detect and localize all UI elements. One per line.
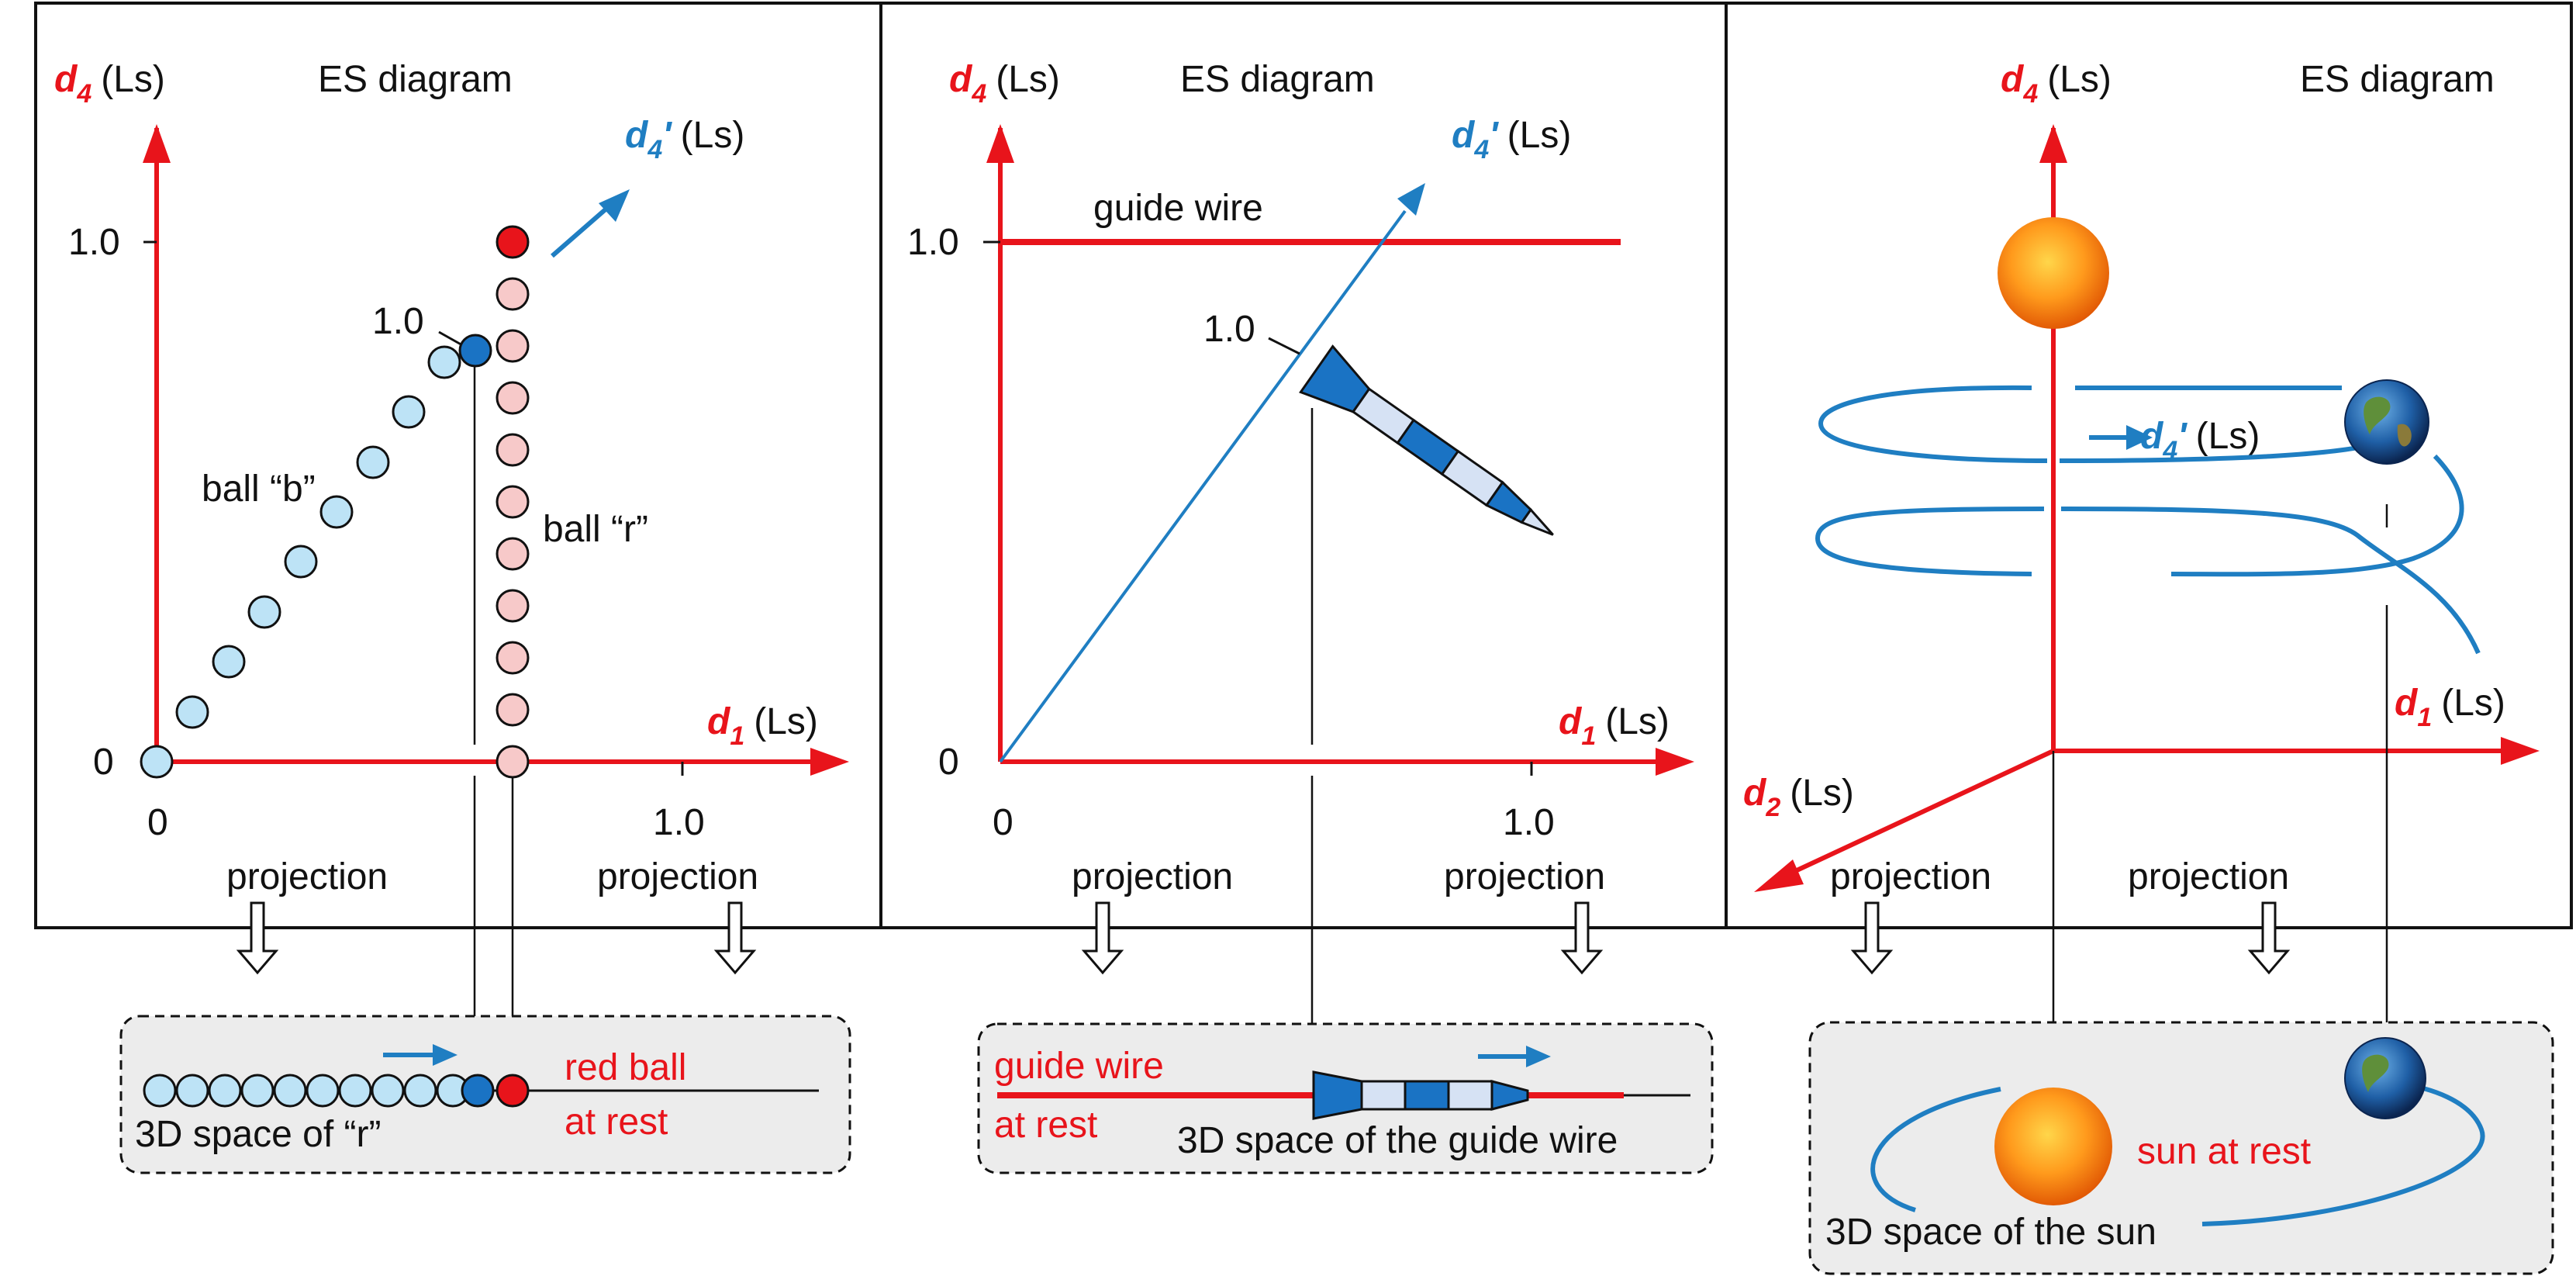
ball-r	[496, 381, 530, 415]
p3-sun-icon	[1998, 217, 2109, 329]
ball-r	[496, 433, 530, 467]
p2-d4-tick-0: 0	[938, 742, 959, 783]
ball-b	[356, 445, 390, 479]
p1-d4-arrowhead	[143, 124, 171, 163]
ball-r	[496, 693, 530, 727]
p1-inset-caption: 3D space of “r”	[135, 1114, 381, 1155]
p2-projection-arrow-left	[1081, 901, 1124, 975]
ball-r	[496, 485, 530, 519]
p2-inset-motion-arrow	[1526, 1046, 1551, 1067]
p2-title: ES diagram	[1180, 59, 1375, 100]
ball-b	[175, 695, 209, 729]
p1-d4-tick-1: 1.0	[68, 222, 120, 263]
p1-title: ES diagram	[318, 59, 513, 100]
panel-frames	[34, 2, 2573, 929]
p2-d4-tick-1: 1.0	[907, 222, 959, 263]
p1-d4prime-arrowhead	[599, 189, 630, 222]
p3-d2-axis	[1782, 749, 2055, 879]
p2-d4-label: d4(Ls)	[949, 59, 1060, 109]
p2-d1-tick-0: 0	[993, 802, 1013, 843]
p2-projection-right: projection	[1444, 856, 1605, 897]
p3-inset-sun-icon	[1994, 1088, 2112, 1205]
ball-b	[427, 345, 461, 379]
ball-b-current	[458, 334, 492, 368]
p1-d4-label: d4(Ls)	[54, 59, 165, 109]
ball-b	[140, 745, 174, 779]
p3-inset-earth-icon	[2344, 1037, 2426, 1119]
p3-projection-right: projection	[2128, 856, 2289, 897]
ball-b	[212, 645, 246, 679]
p1-ball-r-label: ball “r”	[543, 509, 648, 550]
panel-3: d4(Ls) ES diagram d1(Ls) d2(Ls) d4'(Ls)	[1743, 59, 2554, 1275]
p2-projection-left: projection	[1072, 856, 1233, 897]
p2-inset-red-line2: at rest	[994, 1105, 1097, 1146]
panel-1: d4(Ls) ES diagram d4'(Ls) d1(Ls) 1.0 0 0…	[54, 59, 851, 1174]
p1-projection-right: projection	[597, 856, 758, 897]
ball-r	[496, 745, 530, 779]
p3-earth-icon	[2344, 379, 2429, 465]
ball-b-worldline	[140, 334, 492, 779]
p2-inset-caption: 3D space of the guide wire	[1177, 1120, 1618, 1161]
p1-inset-red-line1: red ball	[565, 1047, 686, 1088]
panel-2: guide wire d4(Ls) ES diagram d4'(Ls) d1(…	[907, 59, 1714, 1174]
ball-r-worldline	[496, 225, 530, 779]
p1-inset-balls	[143, 1074, 530, 1108]
p2-rod-icon	[1299, 344, 1554, 536]
p2-inset-rod-icon	[1312, 1070, 1529, 1120]
ball-r-current	[496, 225, 530, 259]
ball-b	[319, 495, 354, 529]
p3-d4-label: d4(Ls)	[2001, 59, 2112, 109]
p3-d2-arrowhead	[1754, 859, 1804, 892]
p1-d1-tick-1: 1.0	[653, 802, 705, 843]
p1-inset-motion-arrow	[433, 1044, 458, 1066]
p2-d1-tick-1: 1.0	[1503, 802, 1555, 843]
p3-projection-arrow-left	[1850, 901, 1894, 975]
p2-inset-red-line1: guide wire	[994, 1046, 1164, 1087]
p2-guide-wire-label: guide wire	[1093, 188, 1263, 229]
p1-ball-b-label: ball “b”	[202, 469, 316, 510]
p3-projection-arrow-right	[2247, 901, 2291, 975]
p3-d1-arrowhead	[2501, 737, 2540, 765]
ball-r	[496, 329, 530, 363]
p3-inset-caption: 3D space of the sun	[1825, 1212, 2156, 1253]
ball-r	[496, 589, 530, 623]
p1-projection-left: projection	[226, 856, 388, 897]
ball-b	[247, 595, 281, 629]
p1-inset-red-line2: at rest	[565, 1101, 668, 1143]
ball-b	[392, 395, 426, 429]
p1-projection-arrow-right	[713, 901, 757, 975]
p1-d1-arrowhead	[810, 748, 849, 776]
p3-inset-sun-text: sun at rest	[2137, 1131, 2311, 1172]
p2-d1-arrowhead	[1656, 748, 1694, 776]
p1-d1-tick-0: 0	[147, 802, 168, 843]
p2-d4prime-label: d4'(Ls)	[1452, 115, 1571, 164]
p1-projection-arrow-left	[236, 901, 279, 975]
p2-worldline	[999, 209, 1407, 763]
p3-title: ES diagram	[2300, 59, 2495, 100]
p3-inset-orbit	[1870, 1082, 2485, 1226]
p2-d4-arrowhead	[986, 124, 1014, 163]
p3-d1-label: d1(Ls)	[2395, 683, 2505, 732]
p2-tick-1-diag: 1.0	[1203, 309, 1255, 350]
p1-tick-1-diag: 1.0	[372, 301, 424, 342]
p2-d4prime-arrowhead	[1397, 183, 1425, 216]
p3-d2-label: d2(Ls)	[1743, 773, 1854, 822]
p1-d1-label: d1(Ls)	[707, 701, 818, 751]
p3-helix-arrowhead	[2126, 425, 2153, 450]
p1-d4prime-label: d4'(Ls)	[625, 115, 744, 164]
ball-r	[496, 641, 530, 675]
p3-projection-left: projection	[1830, 856, 1991, 897]
ball-b	[284, 545, 318, 579]
ball-r	[496, 277, 530, 311]
p1-d4-tick-0: 0	[93, 742, 114, 783]
p2-d1-label: d1(Ls)	[1559, 701, 1670, 751]
p3-d4-arrowhead	[2039, 124, 2067, 163]
p2-projection-arrow-right	[1560, 901, 1604, 975]
ball-r	[496, 537, 530, 571]
